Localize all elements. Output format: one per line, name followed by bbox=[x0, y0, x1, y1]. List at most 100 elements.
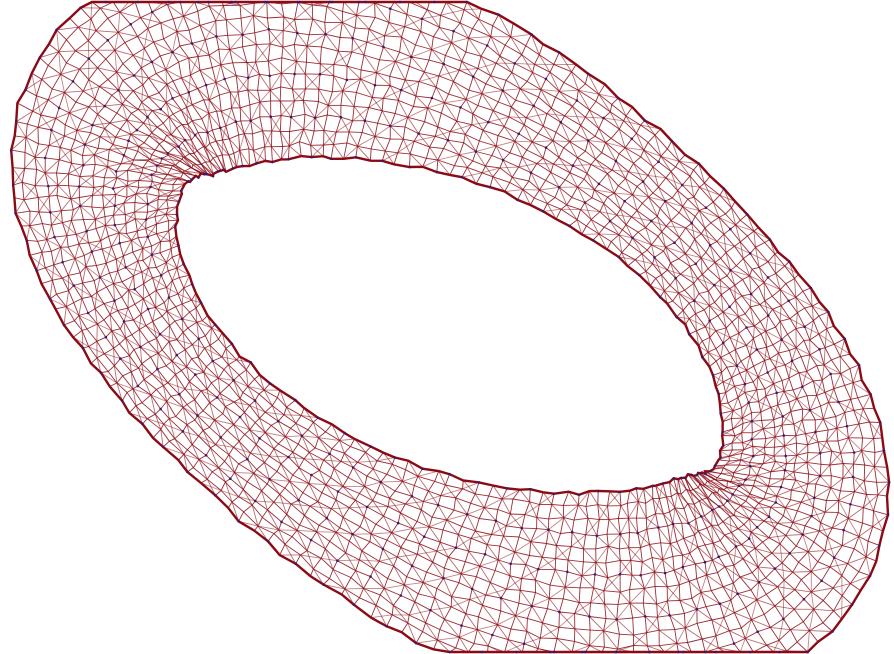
graph-edge bbox=[171, 128, 176, 135]
graph-edge bbox=[79, 243, 89, 244]
graph-edge bbox=[749, 548, 755, 553]
graph-edge bbox=[340, 38, 353, 39]
graph-edge bbox=[565, 587, 580, 588]
graph-edge bbox=[775, 563, 782, 569]
graph-edge bbox=[684, 535, 695, 539]
graph-edge bbox=[108, 236, 111, 246]
graph-edge bbox=[160, 52, 172, 56]
graph-edge bbox=[272, 147, 273, 162]
graph-edge bbox=[232, 92, 239, 108]
graph-edge bbox=[572, 641, 574, 652]
graph-edge bbox=[620, 492, 621, 506]
graph-edge bbox=[25, 90, 36, 96]
graph-edge bbox=[35, 173, 45, 186]
graph-edge bbox=[553, 132, 556, 141]
graph-edge bbox=[530, 502, 537, 518]
graph-edge bbox=[38, 240, 47, 242]
graph-edge bbox=[82, 296, 92, 298]
graph-edge bbox=[125, 37, 138, 43]
graph-edge bbox=[555, 559, 556, 570]
graph-edge bbox=[465, 551, 468, 562]
graph-edge bbox=[297, 525, 300, 530]
graph-edge bbox=[437, 160, 438, 172]
graph-edge bbox=[742, 539, 750, 545]
graph-edge bbox=[325, 22, 326, 34]
graph-edge bbox=[491, 63, 497, 75]
graph-edge bbox=[384, 507, 388, 517]
graph-edge bbox=[317, 525, 319, 531]
graph-edge bbox=[270, 472, 277, 480]
graph-edge bbox=[232, 497, 239, 502]
graph-edge bbox=[83, 220, 86, 232]
graph-edge bbox=[384, 516, 399, 523]
graph-edge bbox=[522, 55, 535, 65]
graph-edge bbox=[69, 186, 80, 187]
graph-edge bbox=[504, 117, 509, 127]
graph-edge bbox=[97, 40, 108, 50]
graph-edge bbox=[498, 625, 509, 640]
graph-edge bbox=[141, 299, 143, 314]
graph-edge bbox=[474, 630, 477, 644]
graph-edge bbox=[206, 83, 216, 86]
graph-edge bbox=[795, 590, 811, 592]
graph-edge bbox=[618, 603, 630, 604]
graph-edge bbox=[409, 602, 415, 615]
graph-edge bbox=[375, 73, 377, 86]
graph-edge bbox=[552, 505, 564, 506]
graph-edge bbox=[599, 84, 605, 94]
graph-edge bbox=[103, 186, 104, 195]
graph-edge bbox=[741, 501, 746, 505]
graph-edge bbox=[277, 464, 281, 472]
graph-edge bbox=[299, 459, 304, 468]
graph-edge bbox=[57, 173, 69, 174]
graph-edge bbox=[272, 398, 277, 406]
graph-edge bbox=[371, 524, 376, 534]
graph-edge bbox=[646, 498, 653, 503]
graph-edge bbox=[16, 200, 24, 214]
graph-edge bbox=[128, 168, 143, 171]
graph-edge bbox=[319, 518, 327, 525]
graph-edge bbox=[519, 528, 522, 537]
graph-edge bbox=[527, 618, 528, 631]
graph-edge bbox=[809, 623, 823, 631]
graph-edge bbox=[135, 304, 141, 314]
graph-edge bbox=[738, 524, 744, 528]
graph-edge bbox=[422, 10, 427, 19]
graph-edge bbox=[790, 552, 809, 554]
graph-edge bbox=[519, 125, 525, 134]
graph-edge bbox=[784, 572, 793, 580]
graph-edge bbox=[349, 541, 362, 551]
graph-edge bbox=[364, 577, 371, 589]
graph-edge bbox=[253, 3, 254, 15]
graph-edge bbox=[477, 630, 488, 646]
graph-edge bbox=[119, 224, 126, 233]
graph-edge bbox=[182, 312, 189, 319]
graph-edge bbox=[169, 441, 184, 454]
graph-edge bbox=[281, 464, 293, 475]
graph-edge bbox=[547, 530, 549, 544]
graph-edge bbox=[437, 542, 441, 551]
graph-edge bbox=[452, 31, 454, 42]
graph-edge bbox=[184, 450, 187, 455]
graph-edge bbox=[794, 609, 803, 622]
graph-edge bbox=[132, 335, 141, 347]
graph-edge bbox=[292, 74, 294, 89]
graph-edge bbox=[296, 555, 301, 564]
graph-edge bbox=[665, 570, 674, 573]
graph-edge bbox=[688, 504, 694, 505]
graph-edge bbox=[271, 116, 281, 117]
graph-edge bbox=[22, 182, 24, 200]
graph-edge bbox=[135, 299, 143, 305]
graph-edge bbox=[674, 567, 683, 570]
graph-edge bbox=[319, 89, 328, 105]
graph-edge bbox=[32, 73, 37, 96]
graph-edge bbox=[260, 101, 271, 102]
graph-edge bbox=[360, 517, 364, 527]
graph-edge bbox=[160, 326, 170, 335]
graph-edge bbox=[515, 63, 535, 64]
graph-edge bbox=[713, 541, 720, 544]
graph-edge bbox=[309, 19, 313, 35]
graph-edge bbox=[67, 234, 76, 235]
graph-edge bbox=[408, 615, 409, 623]
graph-edge bbox=[320, 47, 321, 64]
